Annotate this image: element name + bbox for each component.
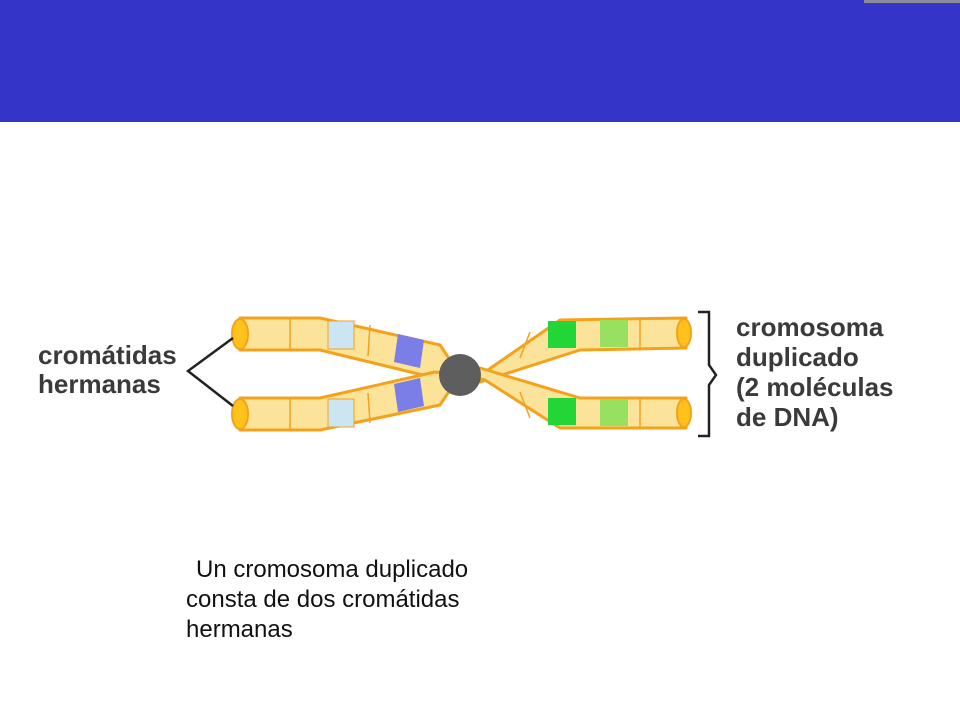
right-bracket [698,310,718,438]
label-line: cromátidas [38,340,177,370]
segment-divider [367,324,371,357]
duplicated-chromosome-label: cromosoma duplicado (2 moléculas de DNA) [736,312,894,432]
centromere [439,354,481,396]
header-corner-mark [864,0,960,3]
tip-top-left [231,318,249,350]
band-light-green [600,320,628,347]
caption: Un cromosoma duplicado consta de dos cro… [186,555,586,645]
caption-line: hermanas [186,616,293,643]
tip-bottom-right [676,398,692,428]
duplicated-chromosome-diagram [185,310,718,438]
label-line: duplicado [736,342,859,372]
band-purple [394,334,424,368]
band-green [548,398,576,425]
segment-divider [367,392,371,424]
label-line: de DNA) [736,402,839,432]
band-light-green [600,399,628,426]
caption-line: consta de dos cromátidas [186,586,460,613]
header-bar [0,0,960,122]
band-light-blue [327,398,355,428]
sister-chromatids-label: cromátidas hermanas [38,341,177,399]
segment-divider [519,391,531,419]
band-green [548,321,576,348]
segment-divider [519,331,531,359]
band-purple [394,378,424,412]
label-pointer-lines [185,336,234,407]
tip-top-right [676,318,692,348]
tip-bottom-left [231,398,249,430]
caption-line: Un cromosoma duplicado [196,556,469,583]
label-line: (2 moléculas [736,372,894,402]
band-light-blue [327,320,355,350]
label-line: hermanas [38,369,161,399]
label-line: cromosoma [736,312,884,342]
